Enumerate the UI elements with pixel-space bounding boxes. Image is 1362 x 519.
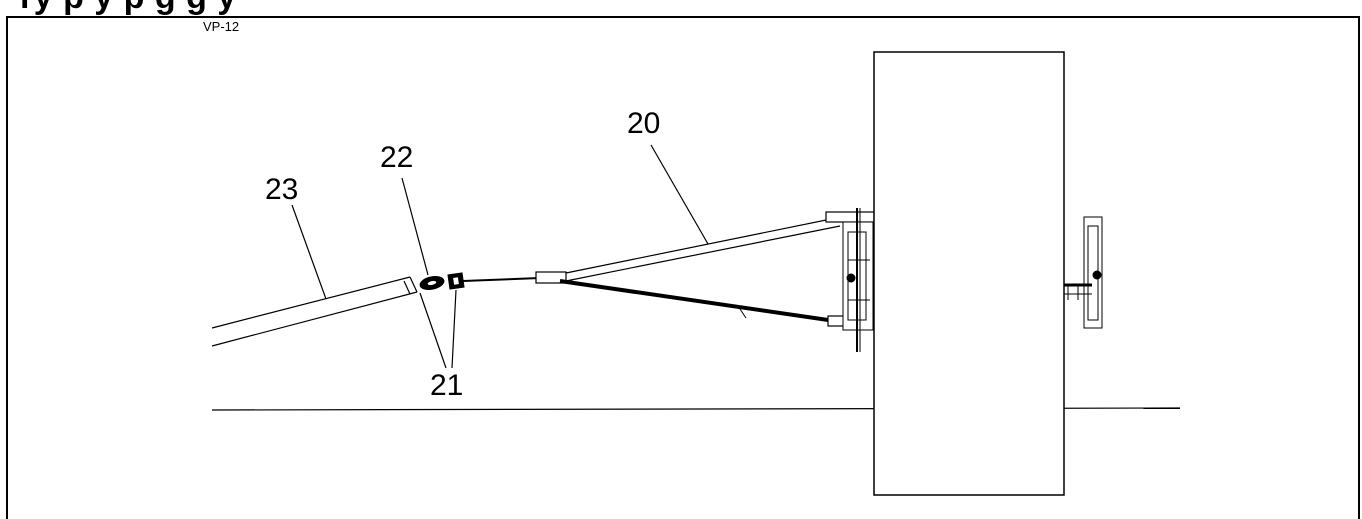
page-title-text: ry p y p g g y — [20, 0, 237, 16]
leader-lines — [291, 144, 709, 369]
tube-part-23 — [211, 276, 418, 347]
shackle-part-21 — [447, 272, 541, 290]
hub-mount — [842, 208, 874, 352]
callout-20: 20 — [627, 107, 660, 140]
panel-block — [873, 51, 1065, 496]
figure-frame — [6, 16, 1360, 519]
cut-off-page-title: ry p y p g g y — [0, 0, 1362, 16]
right-bracket — [1064, 216, 1103, 329]
callout-22: 22 — [380, 141, 413, 174]
strut-part-20 — [535, 211, 879, 327]
callout-21: 21 — [430, 369, 463, 402]
callout-23: 23 — [265, 173, 298, 206]
shackle-part-22 — [419, 276, 445, 290]
figure-id-label: VP-12 — [203, 19, 240, 34]
